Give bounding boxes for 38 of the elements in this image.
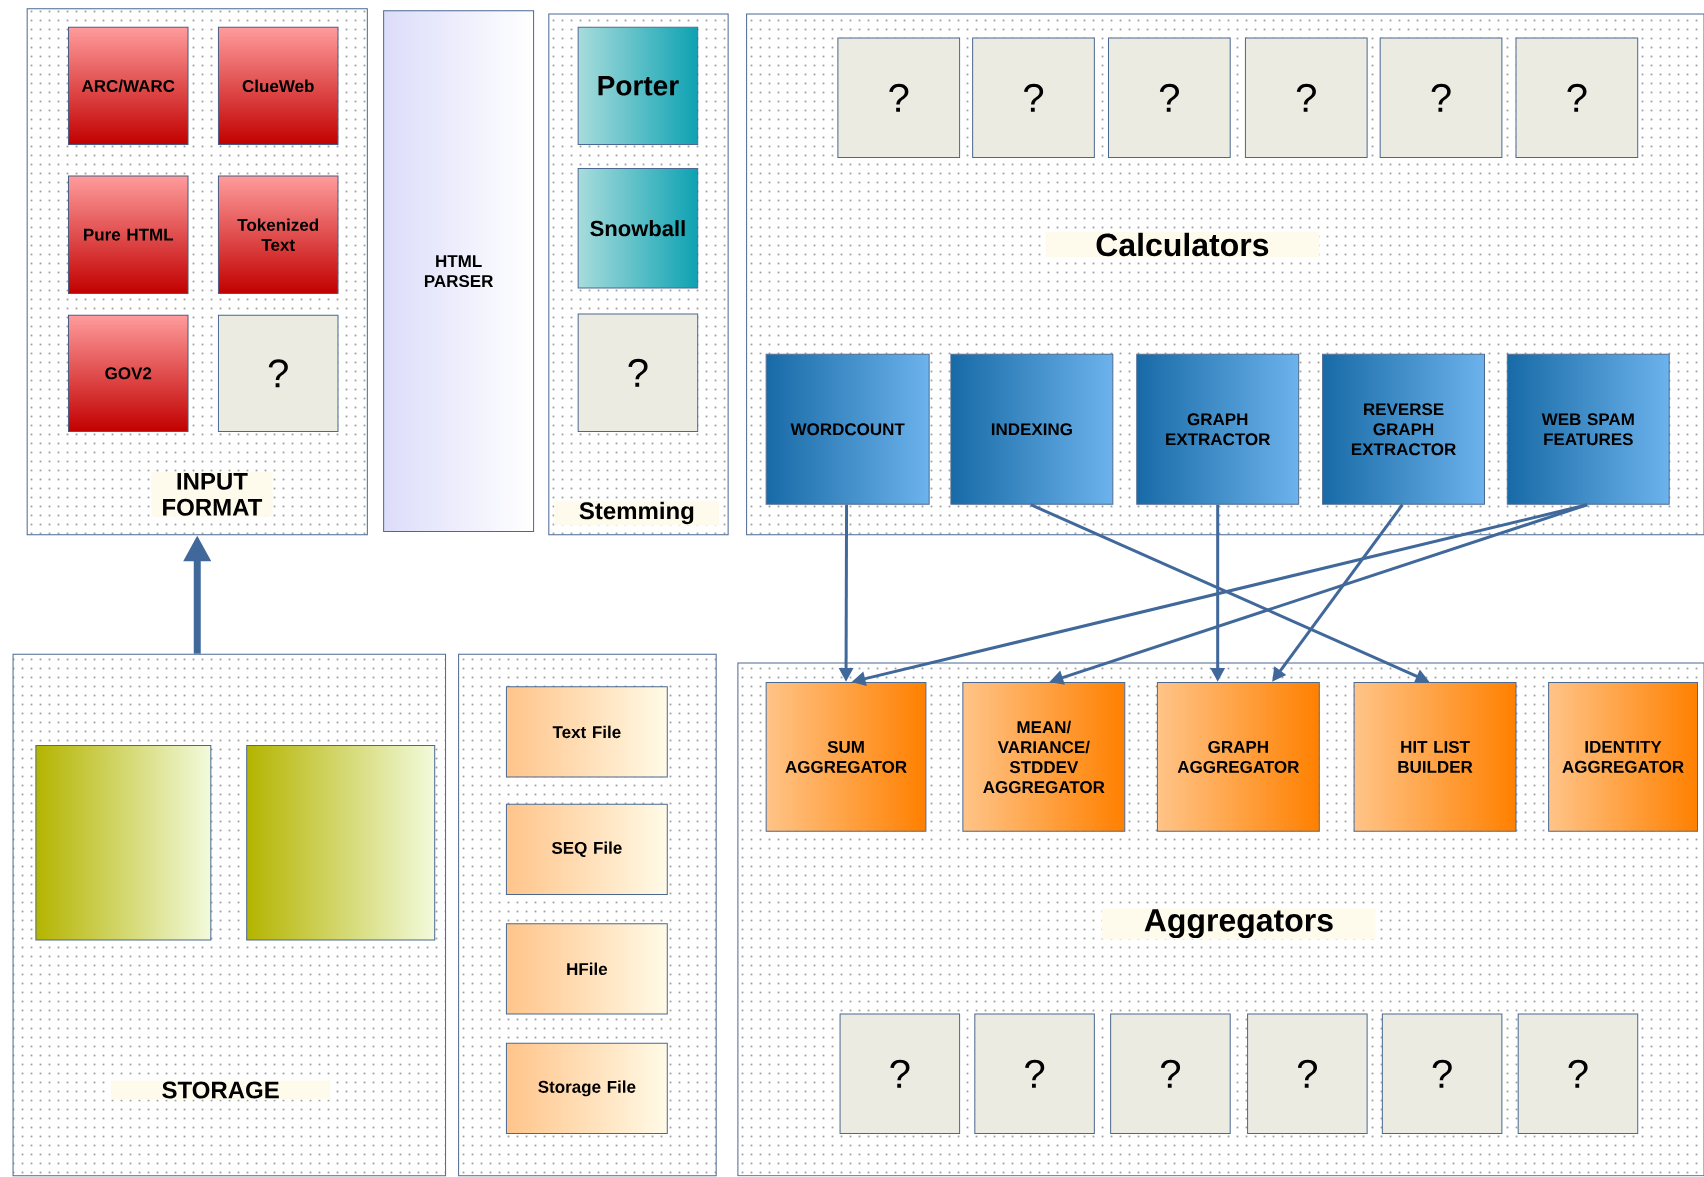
- placeholder-box: ?: [972, 37, 1095, 159]
- format-box: GOV2: [67, 314, 189, 432]
- placeholder-box: ?: [1381, 1013, 1503, 1134]
- storage-box: [246, 745, 436, 941]
- format-box: ARC/WARC: [67, 26, 189, 146]
- file-format-box: Text File: [505, 686, 668, 778]
- stemmer-box: Snowball: [577, 167, 699, 289]
- placeholder-box: ?: [1108, 37, 1231, 159]
- file-format-box: SEQ File: [505, 803, 668, 895]
- format-box: ClueWeb: [217, 26, 339, 146]
- placeholder-box: ?: [1379, 37, 1503, 159]
- calculator-box: GRAPH EXTRACTOR: [1136, 353, 1300, 505]
- parser-box: HTML PARSER: [383, 10, 535, 532]
- format-box: Pure HTML: [67, 175, 189, 294]
- calculator-box: WORDCOUNT: [765, 353, 930, 505]
- placeholder-box: ?: [217, 314, 339, 432]
- calculator-box: WEB SPAM FEATURES: [1506, 353, 1670, 505]
- calculator-box: INDEXING: [950, 353, 1114, 505]
- placeholder-box: ?: [974, 1013, 1095, 1134]
- aggregator-box: IDENTITY AGGREGATOR: [1548, 681, 1698, 832]
- storage-box: [35, 745, 212, 941]
- format-box: Tokenized Text: [217, 175, 339, 294]
- aggregator-box: HIT LIST BUILDER: [1353, 681, 1517, 832]
- calculator-box: REVERSE GRAPH EXTRACTOR: [1322, 353, 1485, 505]
- placeholder-box: ?: [837, 37, 961, 159]
- aggregator-box: MEAN/ VARIANCE/ STDDEV AGGREGATOR: [962, 681, 1126, 832]
- placeholder-box: ?: [839, 1013, 961, 1134]
- aggregator-box: SUM AGGREGATOR: [765, 681, 927, 832]
- placeholder-box: ?: [1110, 1013, 1231, 1134]
- placeholder-box: ?: [1244, 37, 1368, 159]
- stemmer-box: Porter: [577, 26, 699, 146]
- file-format-box: HFile: [505, 923, 668, 1015]
- placeholder-box: ?: [1515, 37, 1639, 159]
- placeholder-box: ?: [577, 313, 699, 432]
- placeholder-box: ?: [1517, 1013, 1639, 1134]
- aggregator-box: GRAPH AGGREGATOR: [1156, 681, 1320, 832]
- placeholder-box: ?: [1247, 1013, 1368, 1134]
- file-format-box: Storage File: [505, 1042, 668, 1134]
